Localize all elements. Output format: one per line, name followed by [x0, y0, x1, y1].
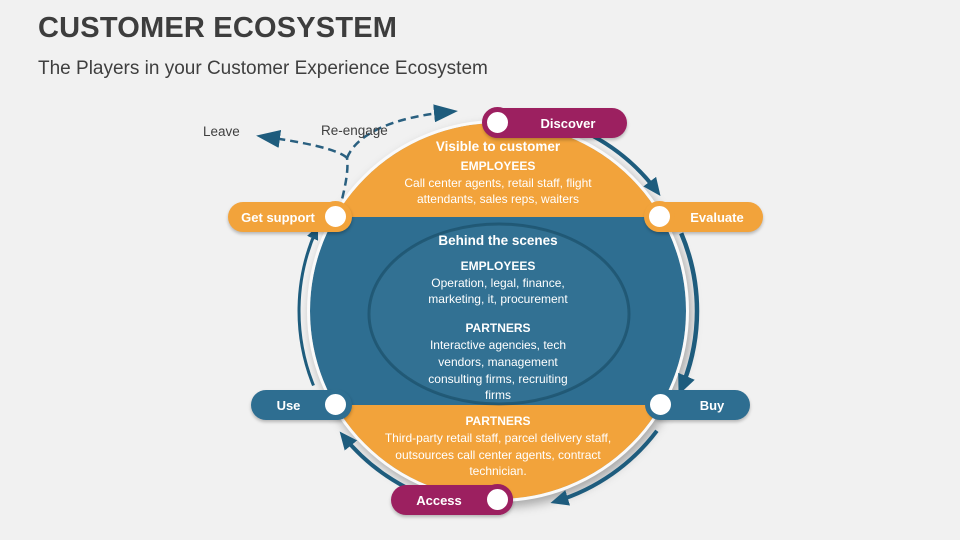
behind-the-scenes-block: Behind the scenes EMPLOYEES Operation, l… [388, 232, 608, 404]
stage-node-use [320, 389, 351, 420]
stage-label-discover: Discover [540, 115, 596, 131]
stage-label-use: Use [276, 397, 301, 413]
visible-heading: Visible to customer [435, 139, 561, 154]
leave-label: Leave [203, 124, 240, 139]
partners-block: PARTNERS Third-party retail staff, parce… [358, 412, 638, 480]
stage-node-discover [482, 107, 513, 138]
stage-label-get-support: Get support [241, 209, 315, 225]
stage-label-buy: Buy [699, 397, 725, 413]
behind-heading: Behind the scenes [438, 233, 558, 248]
stage-label-evaluate: Evaluate [690, 209, 744, 225]
page-title: CUSTOMER ECOSYSTEM [38, 12, 398, 44]
partners-body: Third-party retail staff, parcel deliver… [384, 430, 612, 479]
page-subtitle: The Players in your Customer Experience … [38, 58, 488, 79]
arc-use-to-getsupport [297, 225, 319, 387]
leave-arrow [256, 130, 348, 159]
partners-segment [335, 405, 661, 499]
behind-employees-heading: EMPLOYEES [460, 258, 536, 273]
partners-heading: PARTNERS [465, 414, 531, 428]
stage-node-access [482, 484, 513, 515]
arc-buy-to-access [550, 429, 659, 506]
behind-partners-body: Interactive agencies, tech vendors, mana… [428, 338, 568, 403]
stage-node-buy [645, 389, 676, 420]
visible-employees-heading: EMPLOYEES [460, 158, 536, 173]
reengage-label: Re-engage [321, 123, 388, 138]
stage-node-get-support [320, 201, 351, 232]
inner-ellipse [367, 222, 631, 406]
reengage-arrow [345, 104, 458, 159]
stage-label-access: Access [416, 492, 462, 508]
behind-employees-body: Operation, legal, finance, marketing, it… [428, 275, 568, 307]
arc-evaluate-to-buy [678, 232, 700, 395]
visible-to-customer-block: Visible to customer EMPLOYEES Call cente… [378, 138, 618, 208]
ecosystem-circle-group [307, 120, 689, 502]
visible-to-customer-segment [335, 123, 661, 217]
behind-partners-heading: PARTNERS [465, 321, 531, 336]
stage-node-evaluate [644, 201, 675, 232]
visible-employees-body: Call center agents, retail staff, flight… [404, 175, 592, 207]
